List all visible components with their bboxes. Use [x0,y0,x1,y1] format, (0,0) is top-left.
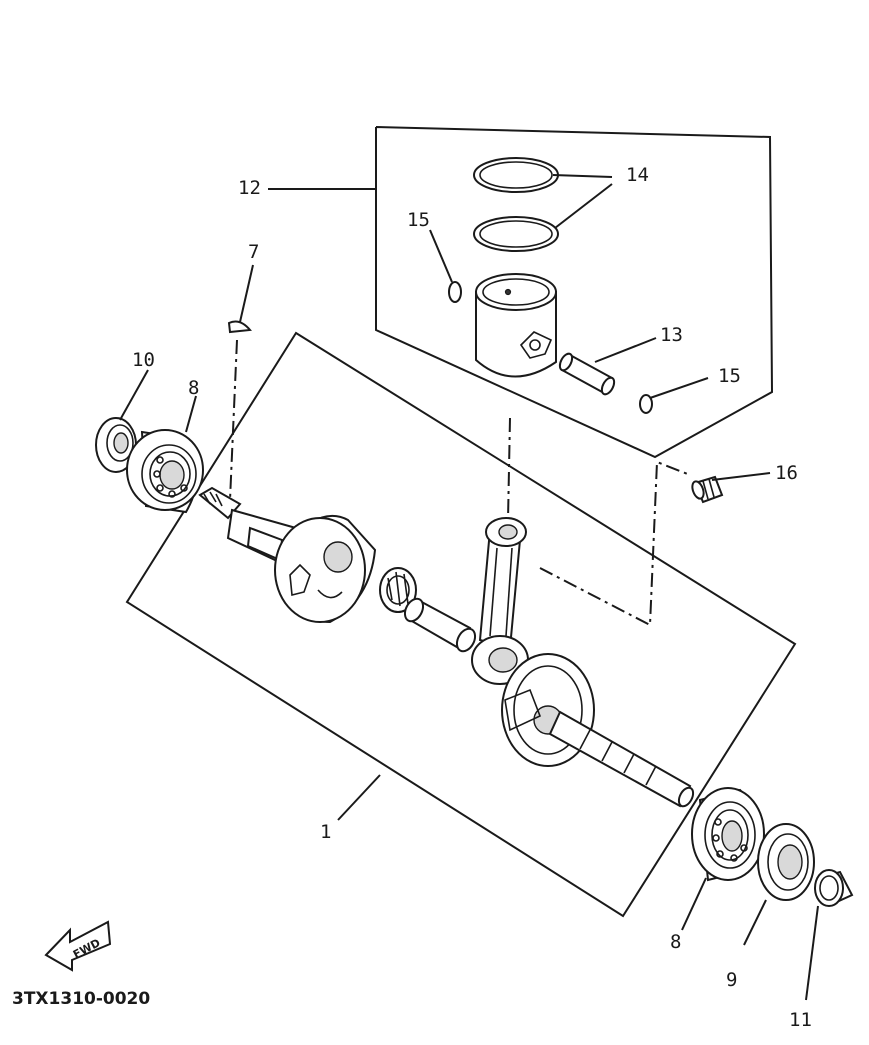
bearing-right [691,787,765,882]
oil-seal-right [757,823,815,901]
diagram-code: 3TX1310-0020 [12,989,150,1009]
callout-8-left: 8 [188,377,199,399]
callout-15-right: 15 [718,365,741,387]
piston-assembly-frame [375,126,774,459]
callout-8-right: 8 [670,931,681,953]
callout-15-left: 15 [407,209,430,231]
callout-7: 7 [248,241,259,263]
piston-ring-upper [473,157,559,193]
callout-13: 13 [660,324,683,346]
piston [475,273,557,378]
callout-14: 14 [626,164,649,186]
alignment-lines [229,339,691,627]
crank-pin-bearing [379,567,417,613]
callout-16: 16 [775,462,798,484]
crank-pin [403,597,477,653]
callout-9: 9 [726,969,737,991]
callout-11: 11 [789,1009,812,1031]
callout-10: 10 [132,349,155,371]
fwd-arrow-icon: FWD [44,920,112,972]
callout-labels: 12 14 15 7 13 15 10 8 16 1 8 9 11 [132,164,812,1031]
oil-seal-left [95,417,137,473]
circlip-left [448,281,462,303]
small-end-bearing [691,475,724,504]
callout-1: 1 [320,821,331,843]
crankshaft-right-half [501,653,695,808]
collar [814,869,854,907]
leader-lines [119,174,819,1001]
woodruff-key [227,320,252,334]
piston-pin [558,352,616,396]
connecting-rod [471,517,529,685]
circlip-right [639,394,653,414]
callout-12: 12 [238,177,261,199]
piston-ring-lower [473,216,559,252]
crankshaft-left-half [198,486,377,624]
bearing-left [126,429,204,514]
